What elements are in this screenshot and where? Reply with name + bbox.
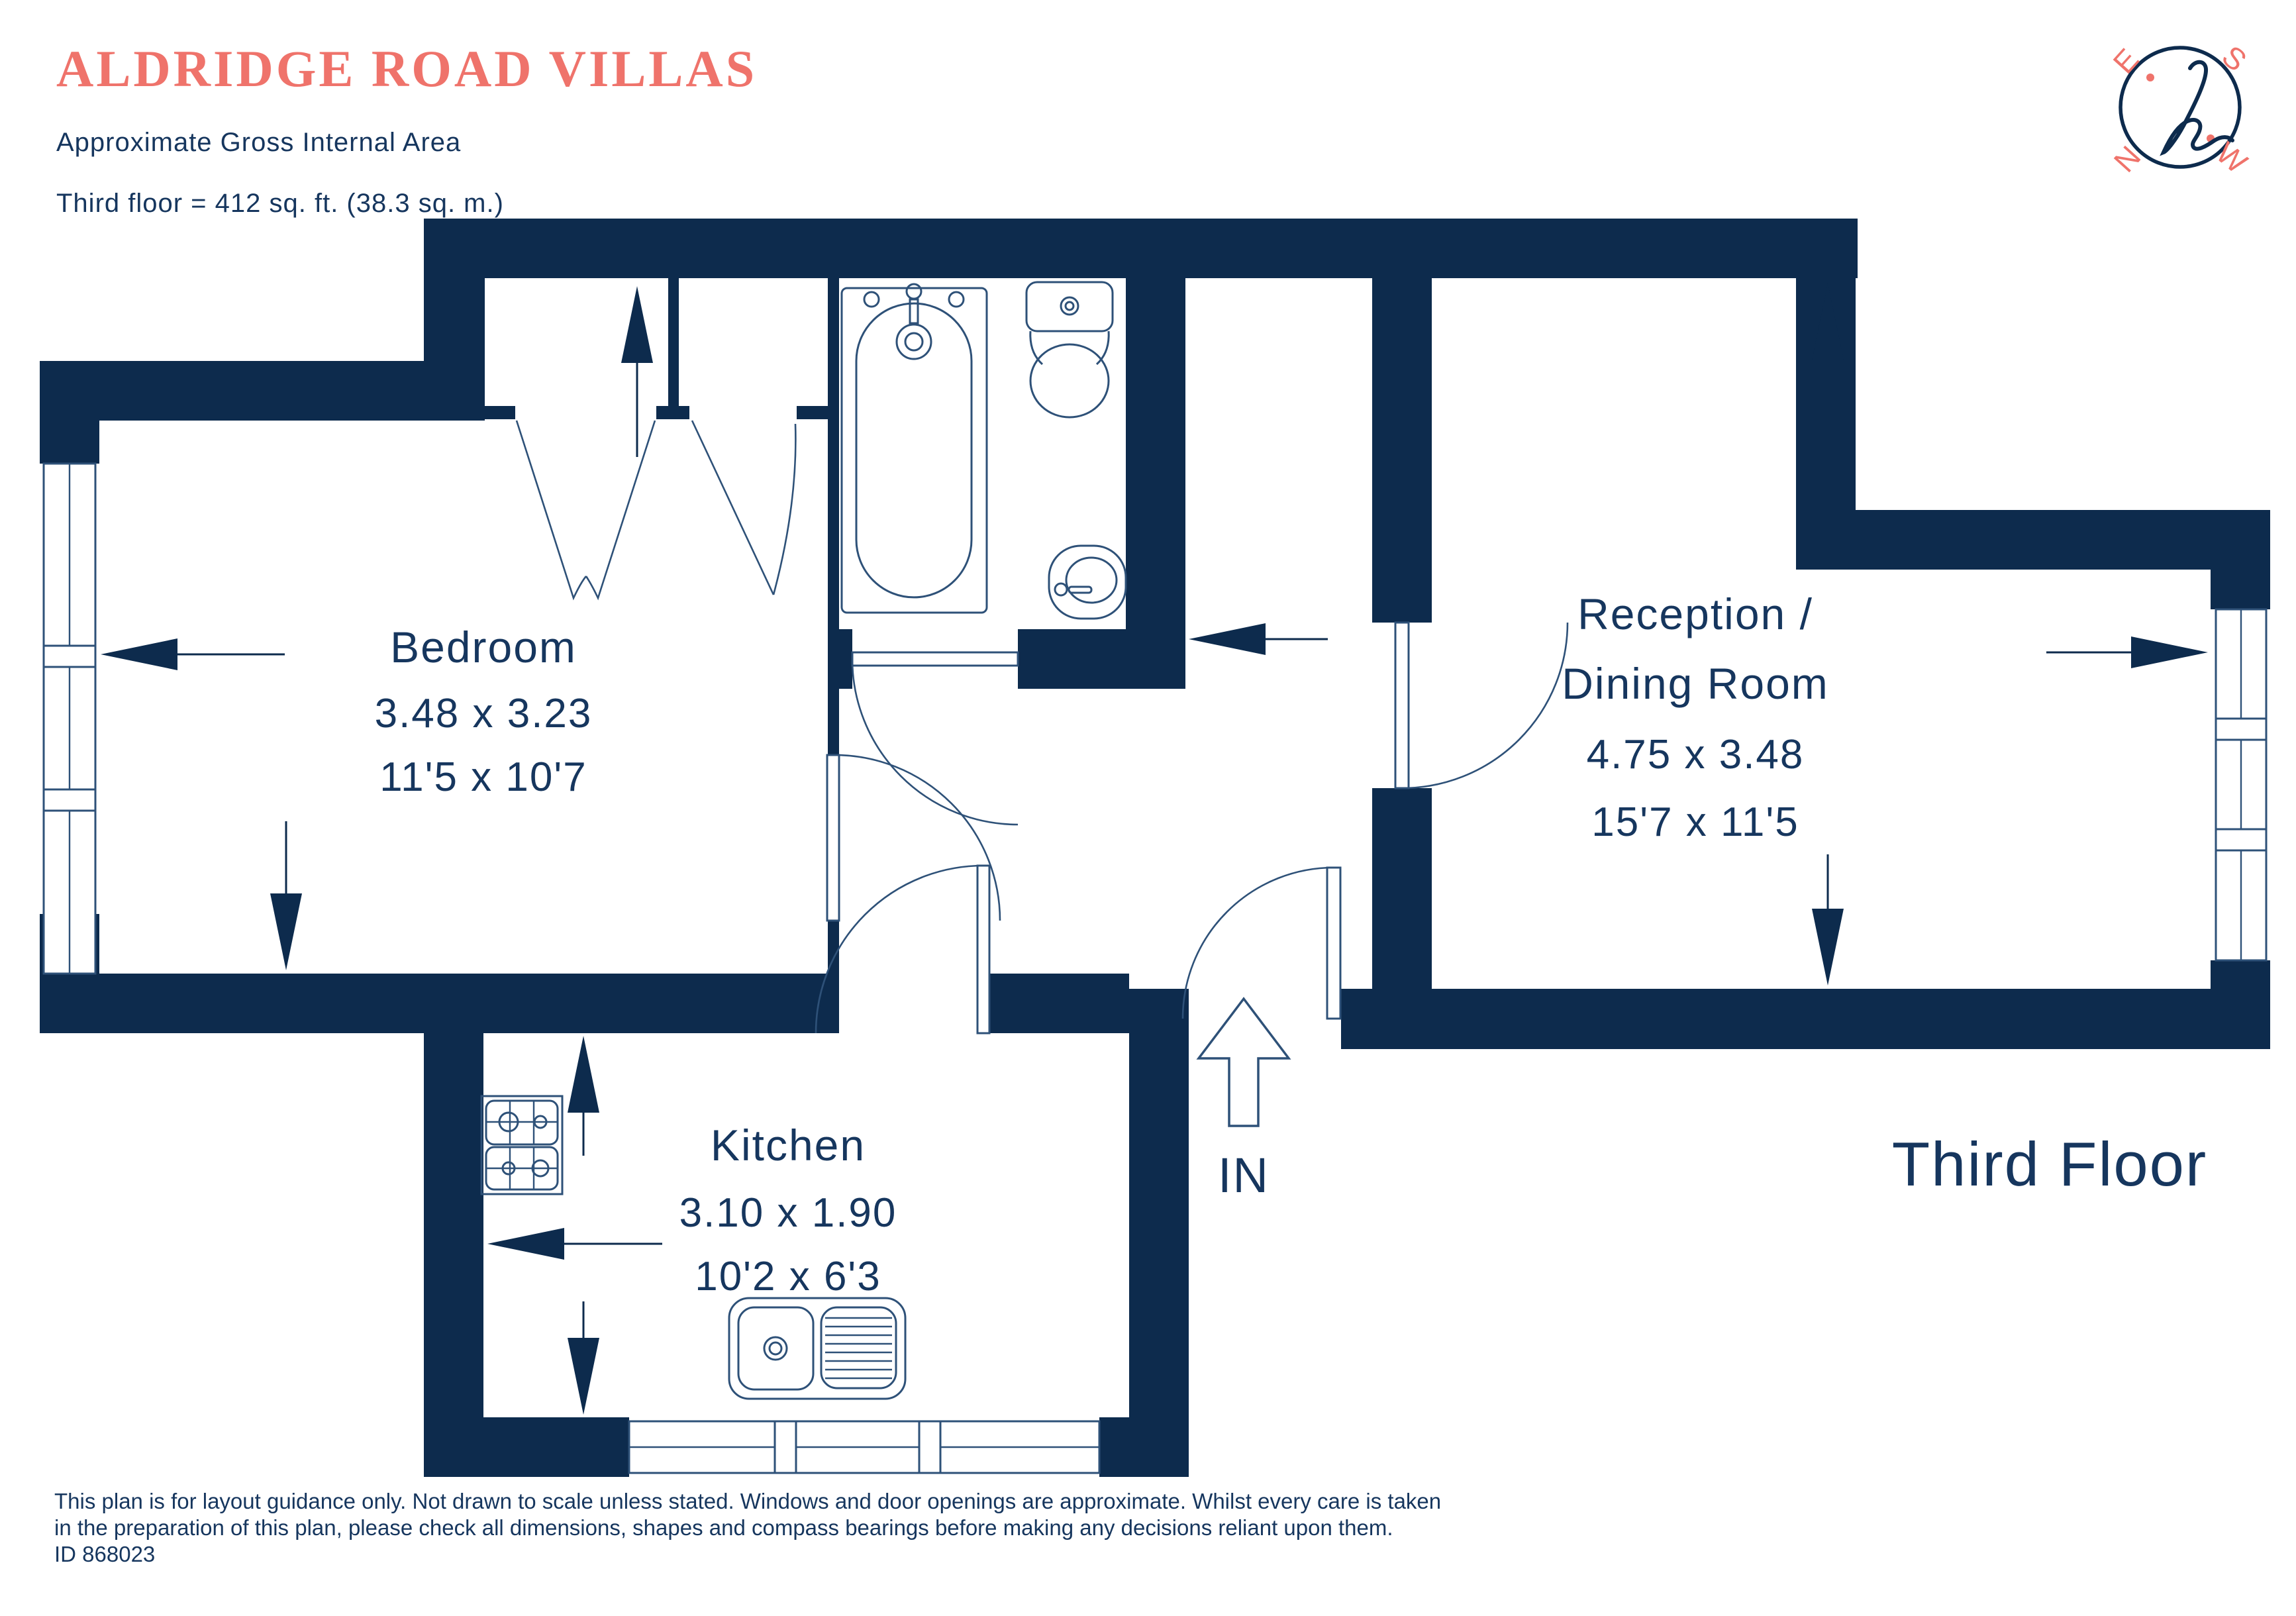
reception-metric: 4.75 x 3.48: [1587, 732, 1805, 778]
closet-double-door: [515, 420, 656, 601]
disclaimer-line2: in the preparation of this plan, please …: [54, 1515, 1393, 1540]
compass-icon: E S N W: [2106, 38, 2254, 180]
entrance-label: IN: [1218, 1148, 1270, 1203]
reception-name-line1: Reception /: [1577, 589, 1813, 638]
disclaimer-line1: This plan is for layout guidance only. N…: [54, 1489, 1441, 1513]
wall-kitchen-left: [424, 1033, 483, 1477]
wall-reception-left-upper: [1372, 278, 1432, 623]
compass-letter-north: N: [2107, 139, 2148, 178]
dimension-arrow-icon: [270, 821, 302, 970]
wall-bedroom-top: [40, 361, 485, 421]
stove-icon: [480, 1095, 564, 1195]
wall-step-left: [424, 278, 485, 361]
wall-top: [424, 219, 1858, 278]
plan-id: ID 868023: [54, 1542, 155, 1566]
subtitle: Approximate Gross Internal Area: [56, 128, 461, 157]
window-right-icon: [2215, 608, 2268, 962]
kitchen-name: Kitchen: [711, 1121, 866, 1170]
dimension-arrow-icon: [1812, 854, 1844, 985]
basin-icon: [1048, 544, 1127, 620]
area-line: Third floor = 412 sq. ft. (38.3 sq. m.): [56, 189, 504, 218]
sink-drainer-lines: [825, 1317, 892, 1380]
wall-kitchen-bottom-left: [424, 1417, 629, 1477]
wall-bathroom-left-stub: [828, 921, 839, 974]
wall-reception-bottom: [1341, 989, 2270, 1049]
page-title: ALDRIDGE ROAD VILLAS: [56, 40, 757, 97]
wall-left-upper: [40, 421, 99, 464]
compass-dot-east: [2146, 74, 2154, 81]
dimension-arrow-icon: [2046, 636, 2208, 668]
bedroom-imperial: 11'5 x 10'7: [379, 754, 587, 800]
closet-stub-right: [797, 406, 839, 419]
wall-bathroom-bottom-a: [839, 629, 852, 689]
bedroom-metric: 3.48 x 3.23: [375, 691, 593, 736]
wall-right-upper: [2211, 570, 2270, 609]
closet-stub-left: [485, 406, 515, 419]
toilet-icon: [1025, 281, 1114, 419]
window-bottom-icon: [628, 1420, 1101, 1474]
wall-bathroom-right: [1126, 278, 1185, 689]
dimension-arrow-icon: [1812, 283, 1844, 424]
bathtub-icon: [840, 283, 988, 614]
window-left-icon: [42, 462, 97, 975]
entrance-arrow-icon: [1196, 997, 1291, 1127]
kitchen-imperial: 10'2 x 6'3: [695, 1254, 881, 1299]
reception-name-line2: Dining Room: [1562, 659, 1829, 708]
kitchen-metric: 3.10 x 1.90: [679, 1190, 897, 1236]
closet-divider-wall: [668, 278, 679, 407]
kitchen-door: [815, 864, 991, 1035]
wall-reception-left-lower: [1372, 788, 1432, 989]
reception-imperial: 15'7 x 11'5: [1591, 799, 1799, 845]
dimension-arrow-icon: [101, 638, 285, 670]
walls: [40, 219, 2270, 1477]
floor-label: Third Floor: [1892, 1129, 2207, 1199]
wall-right-lower: [2211, 960, 2270, 1049]
dimension-arrow-icon: [1189, 623, 1328, 655]
compass-letter-south: S: [2216, 38, 2254, 78]
closet-stub-mid: [656, 406, 689, 419]
entry-door: [1181, 866, 1342, 1020]
dimension-arrow-icon: [621, 286, 653, 457]
wall-reception-top-right: [1796, 510, 2270, 570]
bathroom-door: [851, 651, 1019, 826]
bedroom-name: Bedroom: [390, 623, 577, 672]
sink-icon: [728, 1297, 907, 1400]
dimension-arrows: [101, 283, 2208, 1415]
wall-bathroom-bottom-b: [1018, 629, 1126, 689]
wall-bedroom-bottom: [40, 974, 839, 1033]
wall-kitchen-top-right: [983, 974, 1129, 1033]
wall-bathroom-left: [828, 278, 839, 755]
wall-kitchen-right: [1129, 989, 1189, 1477]
dimension-arrow-icon: [568, 1036, 599, 1156]
dimension-arrow-icon: [568, 1301, 599, 1415]
closet-single-door: [691, 420, 797, 595]
bedroom-door: [826, 754, 1001, 922]
compass-letter-east: E: [2106, 42, 2145, 80]
dimension-arrow-icon: [487, 1228, 662, 1260]
compass-h-glyph: [2160, 60, 2234, 156]
reception-door: [1394, 621, 1569, 789]
